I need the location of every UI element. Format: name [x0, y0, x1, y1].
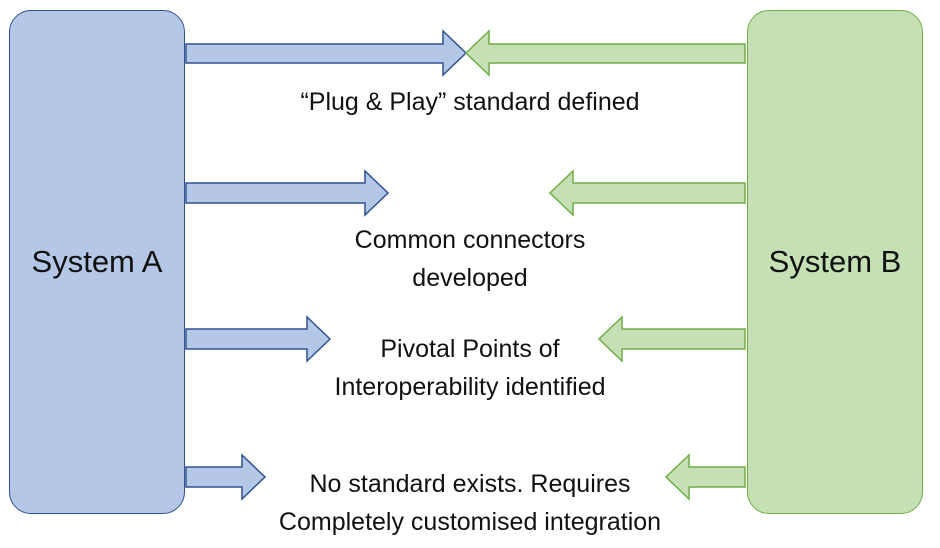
level-3-caption: Pivotal Points of Interoperability ident…: [220, 330, 720, 406]
right-arrow-level-3: [185, 315, 332, 363]
level-4-caption: No standard exists. Requires Completely …: [220, 465, 720, 541]
right-arrow-level-2: [185, 169, 390, 217]
right-arrow-level-1: [185, 29, 468, 77]
system-a-label: System A: [31, 244, 163, 279]
left-arrow-level-1: [464, 29, 746, 77]
level-4-caption-line-2: Completely customised integration: [278, 508, 662, 536]
left-arrow-level-2: [548, 169, 746, 217]
left-arrow-level-4: [664, 453, 746, 501]
system-b-label: System B: [768, 244, 902, 279]
level-3-caption-line-1: Pivotal Points of: [380, 335, 560, 363]
level-4-caption-line-1: No standard exists. Requires: [309, 470, 631, 498]
level-2-caption-line-1: Common connectors: [354, 226, 586, 254]
level-1-caption-line-1: “Plug & Play” standard defined: [300, 88, 640, 116]
right-arrow-level-4: [185, 453, 267, 501]
level-3-caption-line-2: Interoperability identified: [334, 373, 606, 401]
level-1-caption: “Plug & Play” standard defined: [220, 83, 720, 121]
system-a-box: System A: [9, 10, 185, 514]
level-2-caption-line-2: developed: [412, 264, 528, 292]
level-2-caption: Common connectors developed: [220, 221, 720, 297]
system-b-box: System B: [747, 10, 923, 514]
left-arrow-level-3: [597, 315, 746, 363]
